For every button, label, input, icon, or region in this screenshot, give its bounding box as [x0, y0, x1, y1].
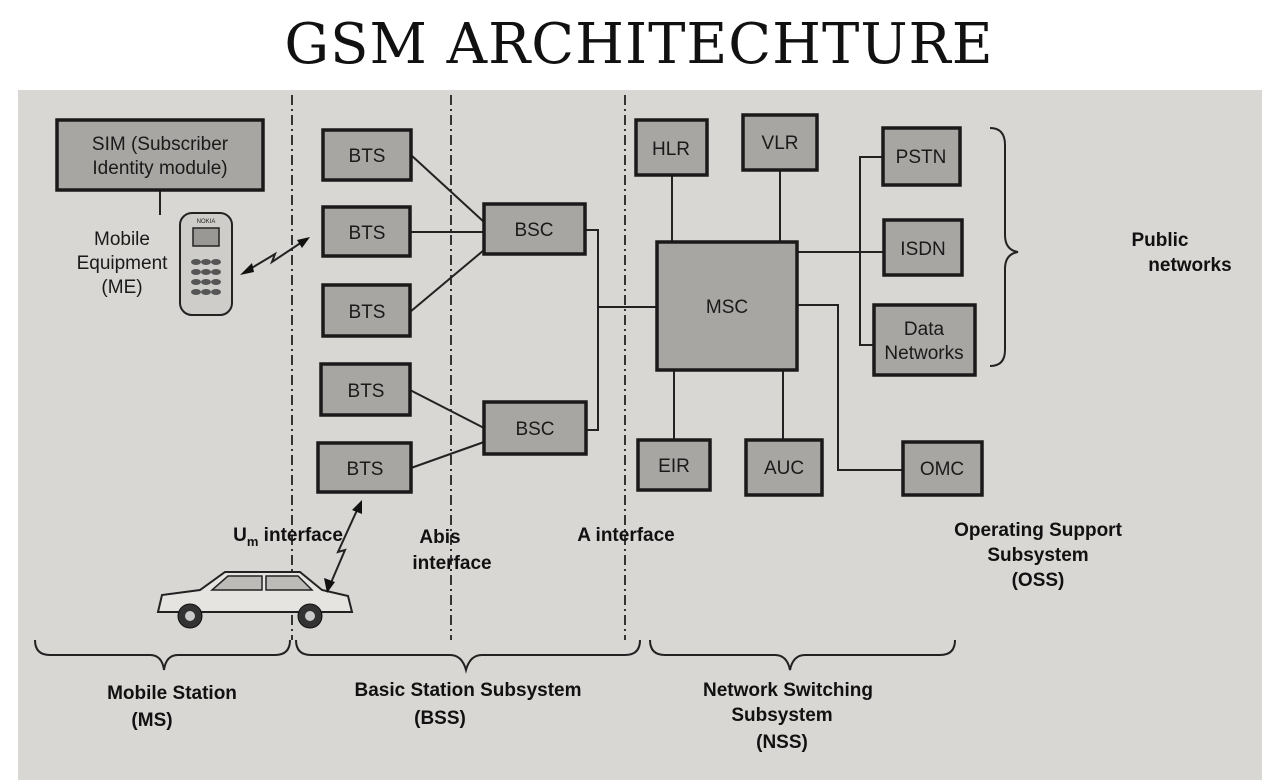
svg-text:networks: networks: [1148, 255, 1231, 276]
radio-link-arrow-icon: [240, 237, 310, 275]
svg-text:MSC: MSC: [706, 297, 748, 318]
public-networks-label: Public networks: [1131, 230, 1231, 276]
vlr-box: VLR: [741, 113, 819, 172]
svg-text:ISDN: ISDN: [900, 239, 945, 260]
page-title: GSM ARCHITECHTURE: [284, 12, 994, 77]
svg-text:interface: interface: [412, 553, 491, 574]
bts-box: BTS: [316, 441, 413, 494]
auc-box: AUC: [744, 438, 824, 497]
data-networks-box: Data Networks: [872, 303, 977, 377]
svg-text:EIR: EIR: [658, 456, 690, 477]
bts-box: BTS: [321, 128, 413, 182]
svg-text:Basic Station Subsystem: Basic Station Subsystem: [354, 680, 581, 701]
svg-text:Subsystem: Subsystem: [731, 705, 832, 726]
bts-box: BTS: [321, 205, 412, 258]
svg-text:BSC: BSC: [514, 220, 553, 241]
svg-text:(NSS): (NSS): [756, 732, 808, 753]
svg-text:Mobile Station: Mobile Station: [107, 683, 237, 704]
hlr-box: HLR: [634, 118, 709, 177]
bts-box: BTS: [321, 283, 412, 338]
svg-text:Data: Data: [904, 319, 945, 340]
svg-text:OMC: OMC: [920, 459, 964, 480]
bts-box: BTS: [319, 362, 412, 417]
mobile-phone-icon: NOKIA: [179, 212, 233, 316]
connectors: [159, 154, 903, 471]
abis-interface-label: Abis interface: [412, 527, 491, 574]
svg-text:VLR: VLR: [762, 133, 799, 154]
svg-text:Subsystem: Subsystem: [987, 545, 1088, 566]
bss-label: Basic Station Subsystem (BSS): [354, 680, 581, 729]
svg-text:BTS: BTS: [348, 381, 385, 402]
svg-text:Abis: Abis: [419, 527, 460, 548]
bsc-box: BSC: [482, 202, 587, 256]
svg-text:Networks: Networks: [884, 343, 963, 364]
svg-text:(MS): (MS): [131, 710, 172, 731]
svg-text:(ME): (ME): [101, 277, 142, 298]
svg-text:(OSS): (OSS): [1012, 570, 1065, 591]
mobile-equipment-label: Mobile Equipment (ME): [77, 229, 169, 298]
book-page: [18, 90, 1262, 780]
svg-text:Equipment: Equipment: [77, 253, 169, 274]
um-interface-label: Um interface: [233, 525, 343, 549]
nss-label: Network Switching Subsystem (NSS): [703, 680, 873, 753]
svg-text:Network Switching: Network Switching: [703, 680, 873, 701]
svg-text:AUC: AUC: [764, 458, 804, 479]
svg-text:BTS: BTS: [349, 302, 386, 323]
svg-text:BTS: BTS: [347, 459, 384, 480]
pstn-box: PSTN: [881, 126, 962, 187]
svg-text:Identity module): Identity module): [92, 158, 227, 179]
svg-text:(BSS): (BSS): [414, 708, 466, 729]
ms-label: Mobile Station (MS): [107, 683, 237, 731]
eir-box: EIR: [636, 438, 712, 492]
svg-text:NOKIA: NOKIA: [197, 219, 216, 225]
svg-text:Operating Support: Operating Support: [954, 520, 1123, 541]
public-networks-brace: [989, 127, 1019, 367]
ms-brace: [34, 639, 291, 671]
bsc-box: BSC: [482, 400, 588, 456]
oss-label: Operating Support Subsystem (OSS): [954, 520, 1123, 591]
svg-text:PSTN: PSTN: [896, 147, 947, 168]
bss-brace: [295, 639, 641, 674]
svg-text:BTS: BTS: [349, 146, 386, 167]
car-icon: [156, 571, 354, 629]
isdn-box: ISDN: [882, 218, 964, 277]
svg-text:SIM (Subscriber: SIM (Subscriber: [92, 134, 229, 155]
svg-text:HLR: HLR: [652, 139, 690, 160]
svg-text:Mobile: Mobile: [94, 229, 150, 250]
omc-box: OMC: [901, 440, 984, 497]
svg-text:BSC: BSC: [515, 419, 554, 440]
car-radio-link-arrow-icon: [324, 500, 362, 593]
a-interface-label: A interface: [577, 525, 675, 546]
nss-brace: [649, 639, 956, 671]
svg-text:BTS: BTS: [349, 223, 386, 244]
sim-box: SIM (Subscriber Identity module): [55, 118, 265, 192]
svg-text:Public: Public: [1131, 230, 1188, 251]
msc-box: MSC: [655, 240, 799, 372]
